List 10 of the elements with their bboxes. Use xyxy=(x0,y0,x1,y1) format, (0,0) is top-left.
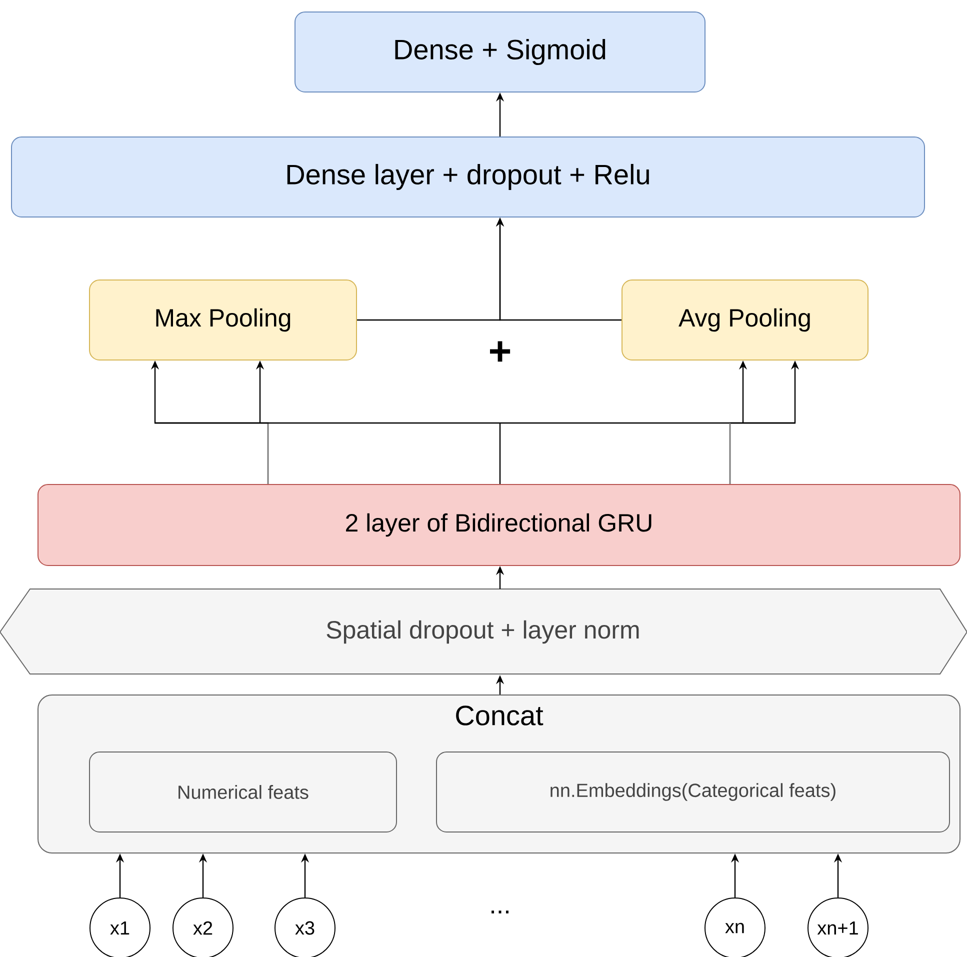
input-box: Numerical feats xyxy=(89,752,397,832)
plus-sign: + xyxy=(490,341,510,362)
hexagon-band: Spatial dropout + layer norm xyxy=(0,588,967,674)
pooling-box: Max Pooling xyxy=(89,280,357,360)
layer-box: 2 layer of Bidirectional GRU xyxy=(38,484,960,566)
ellipsis: ... xyxy=(492,910,508,914)
input-box: nn.Embeddings(Categorical feats) xyxy=(436,752,950,832)
layer-box: Dense layer + dropout + Relu xyxy=(11,136,925,218)
layer-box: Dense + Sigmoid xyxy=(294,12,706,92)
pooling-box: Avg Pooling xyxy=(622,280,868,360)
